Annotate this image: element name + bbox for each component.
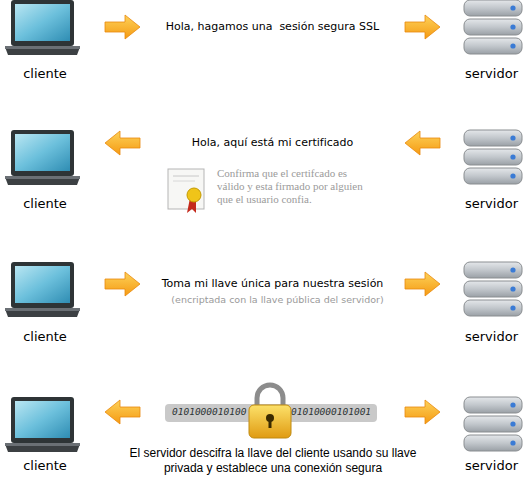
server-stack: servidor bbox=[455, 0, 528, 82]
server-icon bbox=[464, 130, 522, 184]
certificate-line bbox=[173, 176, 199, 177]
server-stack: servidor bbox=[455, 128, 528, 212]
arrow-shape bbox=[405, 272, 440, 296]
message-arrow bbox=[105, 400, 440, 424]
laptop-icon bbox=[5, 0, 80, 55]
node-label: cliente bbox=[23, 458, 67, 474]
client-laptop: cliente bbox=[0, 128, 90, 212]
node-label: servidor bbox=[465, 66, 518, 82]
client-laptop: cliente bbox=[0, 0, 90, 82]
arrow-shape bbox=[405, 400, 440, 424]
client-laptop: cliente bbox=[0, 395, 90, 474]
node-label: servidor bbox=[465, 196, 518, 212]
client-laptop: cliente bbox=[0, 262, 90, 345]
message-text: Hola, hagamos una sesión segura SSL bbox=[140, 19, 405, 34]
message-text: Hola, aquí está mi certificado bbox=[140, 135, 405, 150]
laptop-icon bbox=[5, 397, 80, 452]
encryption-note: (encriptada con la llave pública del ser… bbox=[140, 294, 415, 306]
lock-keyhole bbox=[266, 414, 274, 422]
node-label: cliente bbox=[23, 196, 67, 212]
laptop-icon bbox=[5, 130, 80, 185]
lock-shackle bbox=[257, 385, 283, 407]
node-label: servidor bbox=[465, 458, 518, 474]
message-arrow bbox=[105, 15, 440, 39]
arrow-shape bbox=[105, 272, 140, 296]
certificate-note: Confirma que el certifcado es válido y e… bbox=[217, 167, 369, 206]
laptop-icon bbox=[5, 262, 80, 317]
node-label: cliente bbox=[23, 66, 67, 82]
message-text: Toma mi llave única para nuestra sesión bbox=[140, 276, 405, 291]
arrow-shape bbox=[405, 15, 440, 39]
node-label: cliente bbox=[23, 329, 67, 345]
node-label: servidor bbox=[465, 329, 518, 345]
lock-keyhole bbox=[269, 419, 272, 428]
binary-text: 0101000010100 bbox=[172, 406, 246, 418]
arrow-shape bbox=[405, 131, 440, 155]
certificate-seal bbox=[187, 188, 201, 202]
certificate-line bbox=[173, 181, 195, 182]
arrow-shape bbox=[105, 400, 140, 424]
server-icon bbox=[464, 0, 522, 54]
server-stack: servidor bbox=[455, 262, 528, 345]
arrow-shape bbox=[105, 15, 140, 39]
server-icon bbox=[464, 397, 522, 451]
certificate-icon bbox=[168, 169, 204, 213]
message-arrow bbox=[105, 131, 440, 155]
message-arrow bbox=[105, 272, 440, 296]
binary-text: 01010000101001 bbox=[291, 406, 371, 418]
server-icon bbox=[464, 262, 522, 316]
binary-bar bbox=[165, 404, 377, 422]
server-stack: servidor bbox=[455, 395, 528, 474]
lock-body bbox=[249, 405, 291, 438]
certificate-paper bbox=[168, 169, 204, 209]
arrow-shape bbox=[105, 131, 140, 155]
conclusion-text: El servidor descifra la llave del client… bbox=[118, 446, 428, 476]
